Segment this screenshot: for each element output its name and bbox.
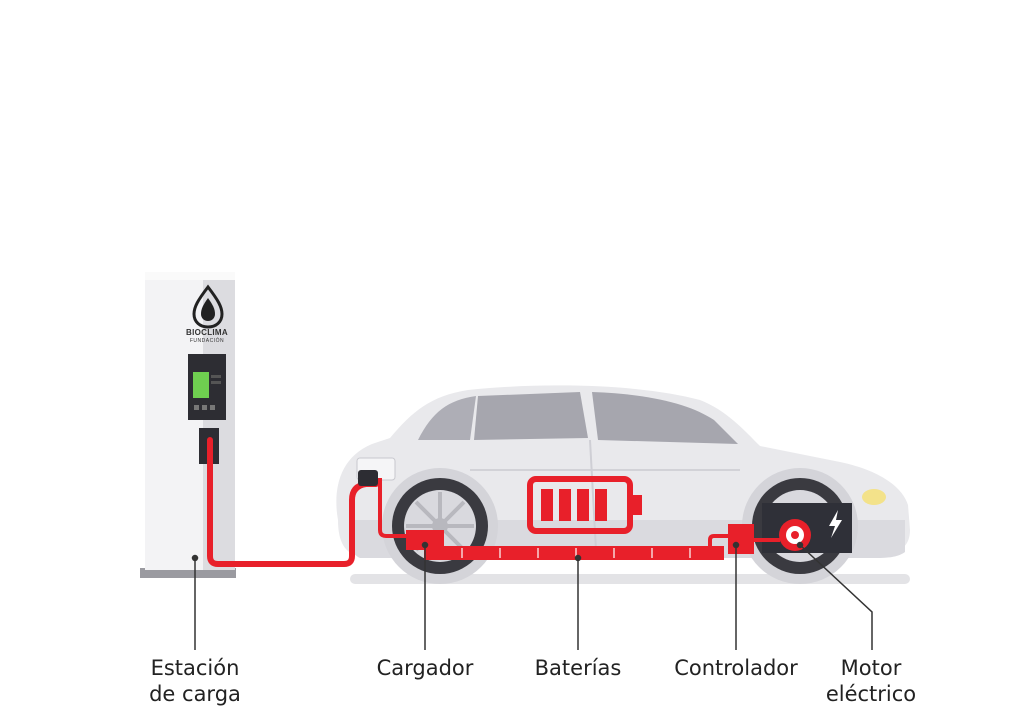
charger-unit [406, 530, 444, 550]
inlet-wire [378, 478, 410, 538]
battery-pack [424, 546, 724, 560]
car-window-rear [418, 396, 476, 440]
leaf-drop-icon [192, 284, 224, 329]
leader-motor [799, 544, 873, 650]
rear-wheel [382, 468, 498, 584]
motor [779, 519, 811, 551]
label-charger: Cargador [376, 656, 474, 680]
label-motor-line1: Motor [840, 656, 902, 680]
controller-unit [728, 524, 754, 554]
lightning-icon [829, 510, 842, 538]
label-motor-line2: eléctrico [825, 682, 917, 706]
car-window-front [474, 392, 588, 440]
label-motor: Motor eléctrico [806, 655, 936, 707]
label-batteries: Baterías [534, 656, 622, 680]
electric-car [336, 385, 910, 584]
controller-wire [708, 534, 730, 548]
label-station-line1: Estación [150, 656, 240, 680]
charging-cable [207, 437, 379, 567]
headlight [862, 489, 886, 505]
label-station: Estación de carga [120, 655, 270, 707]
charging-plug [358, 470, 378, 486]
station-screen [193, 372, 209, 398]
station-brand-name: BIOCLIMA [186, 328, 228, 337]
battery-icon [527, 476, 642, 534]
label-controller: Controlador [674, 656, 798, 680]
car-ground-shadow [350, 574, 910, 584]
label-station-line2: de carga [149, 682, 241, 706]
car-window-windshield [592, 392, 738, 444]
station-brand-sub: FUNDACIÓN [189, 338, 225, 344]
charging-station [140, 272, 236, 578]
